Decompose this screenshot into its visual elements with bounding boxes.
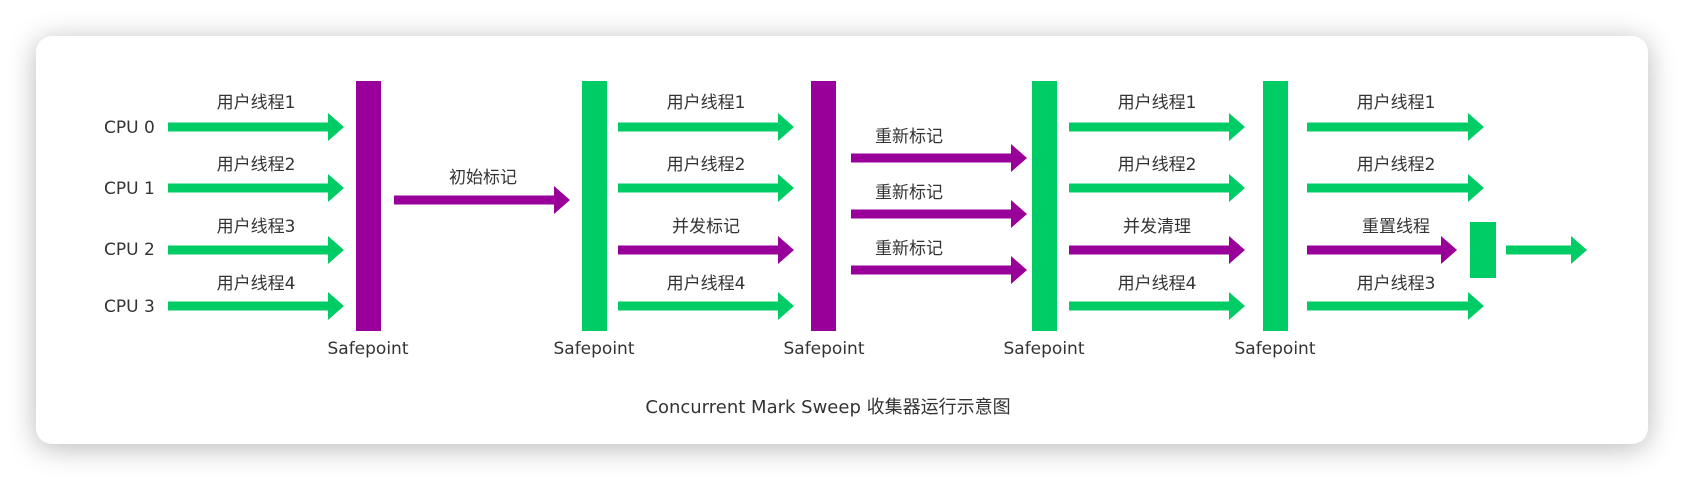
cpu-label-0: CPU 0: [104, 118, 155, 138]
phase6-arrow-2: [1307, 174, 1484, 202]
safepoint-label-2: Safepoint: [553, 339, 634, 359]
phase4-arrow-3: [851, 256, 1027, 284]
safepoint-label-5: Safepoint: [1234, 339, 1315, 359]
safepoint-bar-5: [1263, 81, 1288, 331]
safepoint-label-3: Safepoint: [783, 339, 864, 359]
phase5-arrow-label-3: 并发清理: [1123, 217, 1191, 237]
diagram-card: [36, 36, 1648, 444]
phase5-arrow-2: [1069, 174, 1245, 202]
phase1-arrow-label-3: 用户线程3: [217, 217, 296, 237]
phase3-arrow-label-1: 用户线程1: [667, 93, 746, 113]
phase1-arrow-3: [168, 236, 344, 264]
safepoint-bar-1: [356, 81, 381, 331]
diagram-caption: Concurrent Mark Sweep 收集器运行示意图: [645, 397, 1010, 418]
phase1-arrow-4: [168, 292, 344, 320]
phase6-arrow-label-4: 用户线程3: [1357, 274, 1436, 294]
safepoint-label-1: Safepoint: [327, 339, 408, 359]
safepoint-bar-4: [1032, 81, 1057, 331]
phase1-arrow-2: [168, 174, 344, 202]
phase5-arrow-4: [1069, 292, 1245, 320]
phase4-arrow-label-1: 重新标记: [875, 127, 943, 147]
phase3-arrow-label-4: 用户线程4: [667, 274, 746, 294]
safepoint-label-4: Safepoint: [1003, 339, 1084, 359]
phase6-arrow-1: [1307, 113, 1484, 141]
phase6-arrow-3: [1307, 236, 1457, 264]
final-arrow: [1506, 236, 1587, 264]
diagram-shapes: [168, 81, 1587, 331]
phase1-arrow-label-4: 用户线程4: [217, 274, 296, 294]
phase5-arrow-label-1: 用户线程1: [1118, 93, 1197, 113]
phase3-arrow-3: [618, 236, 794, 264]
phase3-arrow-2: [618, 174, 794, 202]
phase4-arrow-label-2: 重新标记: [875, 183, 943, 203]
cpu-label-1: CPU 1: [104, 179, 155, 199]
phase1-arrow-label-2: 用户线程2: [217, 155, 296, 175]
safepoint-bar-3: [811, 81, 836, 331]
cpu-label-2: CPU 2: [104, 240, 155, 260]
phase6-arrow-label-3: 重置线程: [1362, 217, 1430, 237]
phase5-arrow-1: [1069, 113, 1245, 141]
phase3-arrow-1: [618, 113, 794, 141]
phase2-arrow-label: 初始标记: [449, 168, 517, 188]
phase2-arrow: [394, 186, 570, 214]
phase5-arrow-3: [1069, 236, 1245, 264]
safepoint-bar-2: [582, 81, 607, 331]
phase4-arrow-label-3: 重新标记: [875, 239, 943, 259]
phase5-arrow-label-2: 用户线程2: [1118, 155, 1197, 175]
reset-end-block: [1470, 222, 1496, 278]
phase6-arrow-label-1: 用户线程1: [1357, 93, 1436, 113]
cpu-label-3: CPU 3: [104, 297, 155, 317]
phase5-arrow-label-4: 用户线程4: [1118, 274, 1197, 294]
phase6-arrow-label-2: 用户线程2: [1357, 155, 1436, 175]
phase4-arrow-1: [851, 144, 1027, 172]
phase3-arrow-label-2: 用户线程2: [667, 155, 746, 175]
phase3-arrow-label-3: 并发标记: [672, 217, 740, 237]
phase6-arrow-4: [1307, 292, 1484, 320]
phase3-arrow-4: [618, 292, 794, 320]
phase1-arrow-1: [168, 113, 344, 141]
phase4-arrow-2: [851, 200, 1027, 228]
phase1-arrow-label-1: 用户线程1: [217, 93, 296, 113]
